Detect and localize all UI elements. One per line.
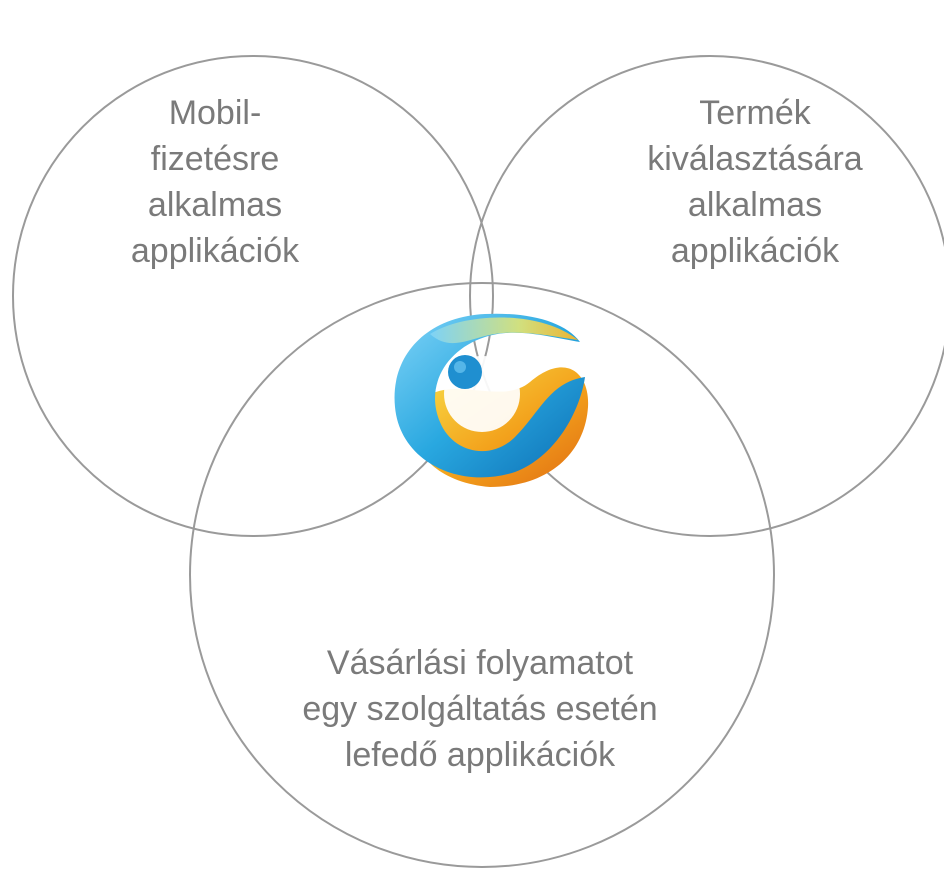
- label-line: egy szolgáltatás esetén: [302, 690, 658, 728]
- label-purchase-process: Vásárlási folyamatot egy szolgáltatás es…: [230, 640, 730, 778]
- circle-purchase-process: [189, 282, 775, 868]
- label-line: Termék: [699, 94, 811, 132]
- label-line: applikációk: [670, 232, 840, 270]
- label-line: kiválasztására: [647, 140, 863, 178]
- label-line: Mobil-: [168, 94, 262, 132]
- label-line: alkalmas: [147, 186, 283, 224]
- label-line: fizetésre: [150, 140, 280, 178]
- label-line: alkalmas: [687, 186, 823, 224]
- logo-icon: [394, 313, 589, 487]
- label-line: applikációk: [130, 232, 300, 270]
- circle-mobile-payment: [12, 55, 494, 537]
- circle-product-selection: [469, 55, 944, 537]
- label-line: Vásárlási folyamatot: [326, 644, 634, 682]
- label-mobile-payment: Mobil- fizetésre alkalmas applikációk: [60, 90, 370, 274]
- label-line: lefedő applikációk: [344, 736, 616, 774]
- label-product-selection: Termék kiválasztására alkalmas applikáci…: [590, 90, 920, 274]
